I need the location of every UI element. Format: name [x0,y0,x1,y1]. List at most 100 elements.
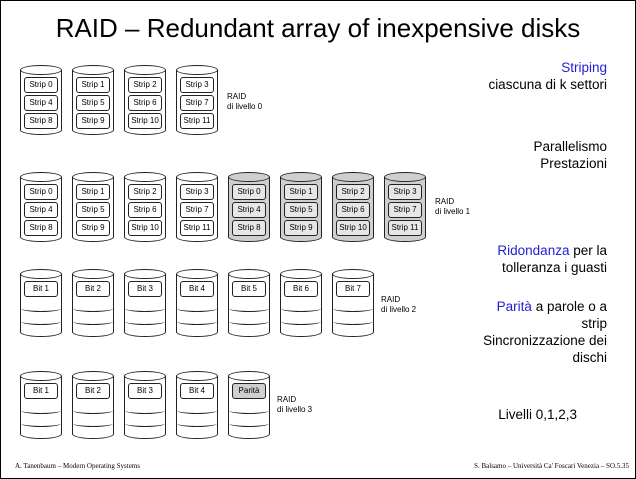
raid1-disk: Strip 0 Strip 4 Strip 8 [228,172,270,242]
strip-cell: Strip 10 [128,113,162,129]
disk-top [280,269,322,279]
bit-cell: Bit 5 [232,281,266,297]
strip-cell: Strip 3 [388,184,422,200]
disk-ring [229,305,269,312]
raid3-disk: Bit 1 [20,371,62,439]
disk-ring [125,420,165,427]
disk-ring [333,318,373,325]
disk-ring [229,420,269,427]
strip-cell: Strip 11 [388,220,422,236]
sync-line1: Sincronizzazione dei [483,333,607,348]
bit-cell: Bit 2 [76,383,110,399]
strip-cell: Strip 8 [24,113,58,129]
strip-cell: Strip 3 [180,77,214,93]
disk-top [124,172,166,182]
disk-ring [125,407,165,414]
raid3-disk: Parità [228,371,270,439]
redundancy-title: Ridondanza [497,243,570,258]
raid0-disk: Strip 3 Strip 7 Strip 11 [176,65,218,135]
disk-ring [333,305,373,312]
disk-ring [125,318,165,325]
parity-rest: a parole o a [531,299,607,314]
disk-top [176,269,218,279]
disk-top [228,172,270,182]
sync-line2: dischi [572,350,607,365]
disk-ring [73,318,113,325]
disk-ring [177,305,217,312]
disk-ring [21,407,61,414]
bit-cell: Bit 3 [128,281,162,297]
disk-top [72,172,114,182]
strip-cell: Strip 2 [128,77,162,93]
raid3-disk: Bit 4 [176,371,218,439]
disk-ring [73,305,113,312]
parity-block: Parità a parole o a strip Sincronizzazio… [483,298,607,366]
disk-body: Bit 1 [20,274,62,337]
disk-ring [177,318,217,325]
strip-cell: Strip 2 [128,184,162,200]
disk-body: Parità [228,376,270,439]
strip-cell: Strip 6 [128,202,162,218]
disk-top [72,269,114,279]
disk-top [20,371,62,381]
disk-top [228,371,270,381]
disk-ring [21,420,61,427]
raid2-disk: Bit 3 [124,269,166,337]
bit-cell: Bit 1 [24,383,58,399]
strip-cell: Strip 1 [284,184,318,200]
raid2-disk: Bit 6 [280,269,322,337]
strip-cell: Strip 11 [180,113,214,129]
disk-ring [21,318,61,325]
parity-title: Parità [496,299,532,314]
disk-body: Strip 3 Strip 7 Strip 11 [176,70,218,135]
disk-ring [177,420,217,427]
disk-ring [73,407,113,414]
disk-body: Bit 4 [176,274,218,337]
disk-ring [125,305,165,312]
performance-block: Parallelismo Prestazioni [533,138,607,172]
strip-cell: Strip 0 [24,77,58,93]
disk-body: Bit 4 [176,376,218,439]
performance-text: Prestazioni [540,156,607,171]
disk-top [280,172,322,182]
disk-top [124,269,166,279]
strip-cell: Strip 8 [232,220,266,236]
disk-body: Bit 2 [72,376,114,439]
disk-top [176,371,218,381]
raid2-disk: Bit 5 [228,269,270,337]
strip-cell: Strip 9 [284,220,318,236]
strip-cell: Strip 0 [232,184,266,200]
disk-top [176,172,218,182]
striping-title: Striping [561,60,607,75]
strip-cell: Strip 0 [24,184,58,200]
disk-body: Strip 0 Strip 4 Strip 8 [228,177,270,242]
disk-ring [21,305,61,312]
disk-body: Bit 6 [280,274,322,337]
disk-top [384,172,426,182]
strip-cell: Strip 7 [180,95,214,111]
disk-top [20,269,62,279]
strip-cell: Strip 4 [232,202,266,218]
striping-block: Striping ciascuna di k settori [488,59,607,93]
raid2-disk: Bit 4 [176,269,218,337]
raid2-disk: Bit 7 [332,269,374,337]
disk-body: Bit 7 [332,274,374,337]
slide-title: RAID – Redundant array of inexpensive di… [55,13,581,43]
footer-left: A. Tanenbaum – Modern Operating Systems [15,462,140,470]
footer-right: S. Balsamo – Università Ca' Foscari Vene… [474,462,629,470]
bit-cell: Bit 6 [284,281,318,297]
disk-body: Bit 2 [72,274,114,337]
